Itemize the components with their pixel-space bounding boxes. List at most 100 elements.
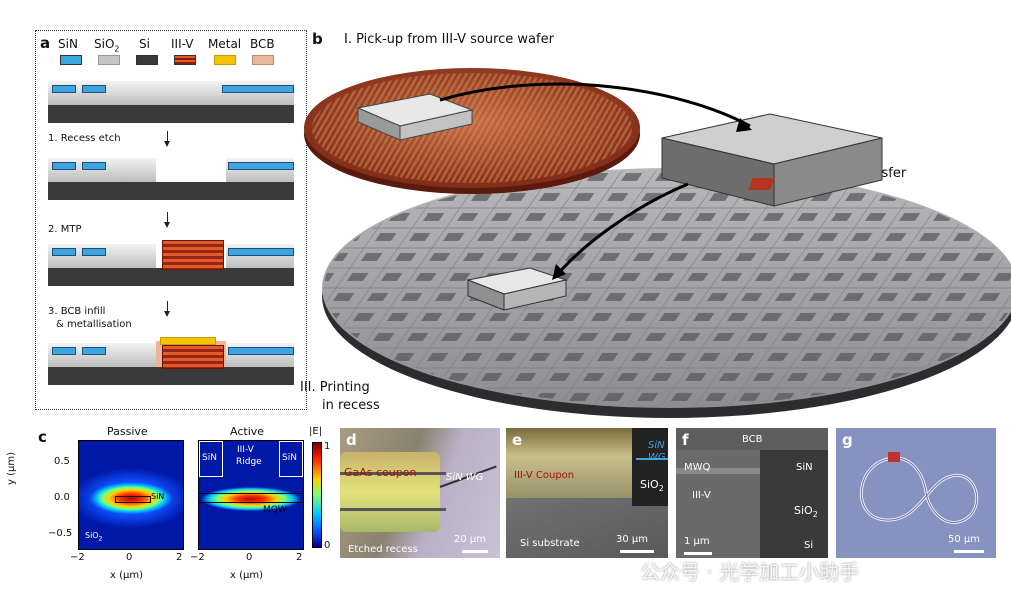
colorbar [312, 442, 322, 548]
legend-sio2-swatch [98, 55, 120, 65]
label-printing-1: III. Printing [300, 380, 370, 395]
process-arrow [164, 131, 170, 147]
f-iii-v-label: III-V [692, 490, 711, 501]
f-sio2-sub: 2 [812, 510, 818, 520]
mode-active: SiN SiN III-V Ridge MQW [198, 440, 304, 550]
legend-si-swatch [136, 55, 158, 65]
stack-recess [48, 158, 294, 200]
d-coupon-label: GaAs coupon [344, 466, 417, 479]
xtick: 0 [126, 552, 133, 563]
si-substrate [48, 268, 294, 286]
iii-v-coupon [162, 345, 224, 369]
legend-si: Si [139, 37, 150, 51]
legend-sio2-sub: 2 [114, 44, 120, 54]
stack-final [48, 337, 294, 385]
colorbar-min: 0 [324, 540, 331, 551]
watermark: 公众号 · 光学加工小助手 [640, 560, 860, 584]
sin-waveguide [82, 347, 106, 355]
panel-letter-a: a [40, 34, 51, 52]
colorbar-label: |E| [309, 426, 323, 437]
si-substrate [48, 182, 294, 200]
ring-resonator [859, 452, 979, 524]
process-arrow [164, 301, 170, 317]
panel-a: a SiN SiO2 Si III-V Metal BCB 1. Recess … [35, 30, 307, 410]
arrow-transfer-to-print [556, 182, 689, 275]
f-si-label: Si [804, 540, 814, 551]
panel-letter-f: f [682, 431, 689, 449]
label-pickup: I. Pick-up from III-V source wafer [344, 32, 554, 47]
f-sio2-label: SiO2 [794, 504, 818, 519]
passive-sio2-label: SiO2 [85, 531, 102, 543]
e-sio2-text: SiO [640, 478, 659, 491]
passive-sin-label: SiN [151, 492, 165, 501]
step-3-label-2: & metallisation [56, 319, 132, 330]
gaas-coupon [340, 452, 440, 532]
active-sin-left-box [199, 441, 223, 477]
legend: SiN SiO2 Si III-V Metal BCB [36, 31, 306, 71]
legend-sio2-text: SiO [94, 37, 115, 51]
legend-sin: SiN [58, 37, 78, 51]
f-sin-label: SiN [796, 462, 813, 473]
panel-letter-e: e [512, 431, 523, 449]
title-active: Active [230, 425, 265, 438]
sin-waveguide [82, 85, 106, 93]
stack-mtp [48, 240, 294, 286]
sin-waveguide [82, 248, 106, 256]
sin-waveguide [52, 248, 76, 256]
panel-letter-g: g [842, 431, 853, 449]
micrograph-f: f BCB MWQ III-V SiN SiO2 Si 1 μm [676, 428, 828, 558]
e-scale-bar [620, 550, 654, 553]
e-sio2-sub: 2 [658, 484, 664, 494]
active-sin-left: SiN [202, 453, 217, 463]
micrograph-d: d GaAs coupon SiN WG Etched recess 20 μm [340, 428, 500, 558]
legend-metal-swatch [214, 55, 236, 65]
step-1-label: 1. Recess etch [48, 133, 121, 144]
xtick: −2 [190, 552, 205, 563]
sin-waveguide [52, 85, 76, 93]
colorbar-max: 1 [324, 441, 331, 452]
xtick: 2 [176, 552, 183, 563]
wafer-illustration [304, 68, 1011, 418]
d-scale-label: 20 μm [454, 534, 487, 545]
legend-bcb-swatch [252, 55, 274, 65]
sin-waveguide [52, 347, 76, 355]
c-xlabel-1: x (μm) [110, 570, 144, 581]
passive-sio2-sub: 2 [98, 535, 103, 543]
label-printing-2: in recess [322, 398, 380, 413]
ytick: 0.0 [54, 492, 70, 503]
e-substrate-label: Si substrate [520, 538, 580, 549]
xtick: 0 [246, 552, 253, 563]
e-sin-label: SiN [648, 440, 665, 451]
e-sio2-label: SiO2 [640, 478, 664, 493]
legend-bcb: BCB [250, 37, 275, 51]
e-wg-label: WG [648, 452, 666, 463]
mqw-lines [199, 493, 303, 503]
step-3-label-1: 3. BCB infill [48, 306, 106, 317]
c-xlabel-2: x (μm) [230, 570, 264, 581]
d-scale-bar [462, 550, 488, 553]
xtick: −2 [70, 552, 85, 563]
process-arrow [164, 212, 170, 228]
sin-waveguide [228, 248, 294, 256]
f-bcb-label: BCB [742, 434, 763, 445]
panel-letter-d: d [346, 431, 357, 449]
legend-metal: Metal [208, 37, 242, 51]
micrograph-g: g 50 μm [836, 428, 996, 558]
d-wg-label: SiN WG [446, 472, 484, 483]
iii-v-coupon [162, 240, 224, 270]
f-mwq-label: MWQ [684, 462, 711, 473]
d-recess-label: Etched recess [348, 544, 418, 555]
step-2-label: 2. MTP [48, 224, 82, 235]
legend-iii-v-swatch [174, 55, 196, 65]
mode-passive: SiN SiO2 [78, 440, 184, 550]
arrow-pickup-to-transfer [439, 82, 751, 128]
xtick: 2 [296, 552, 303, 563]
active-mqw: MQW [263, 505, 287, 515]
panel-letter-c: c [38, 428, 47, 446]
stack-initial [48, 81, 294, 123]
c-ylabel: y (μm) [6, 451, 17, 485]
panel-letter-b: b [312, 30, 323, 48]
legend-iii-v: III-V [171, 37, 194, 51]
ytick: 0.5 [54, 456, 70, 467]
sin-waveguide [82, 162, 106, 170]
